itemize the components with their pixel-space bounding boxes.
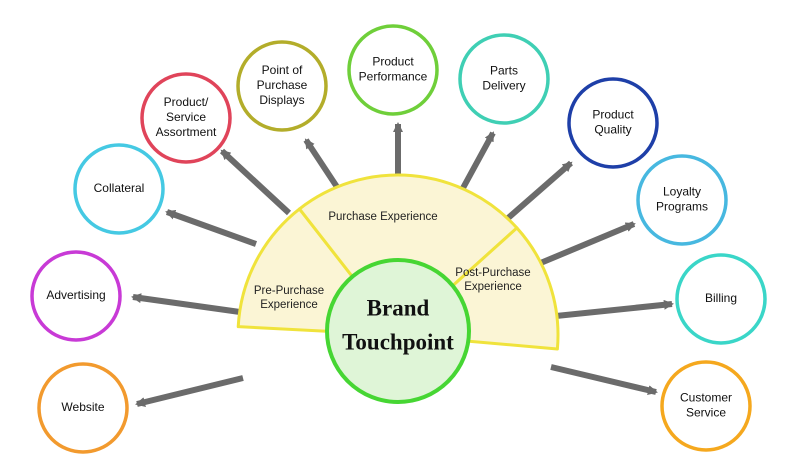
node-assortment-label: Service	[166, 110, 206, 124]
center-label: Brand	[367, 295, 430, 320]
arrow-to-billing	[555, 299, 674, 319]
node-assortment-label: Assortment	[156, 125, 217, 139]
node-website: Website	[37, 362, 129, 454]
node-loyalty-label: Programs	[656, 200, 708, 214]
node-assortment-label: Product/	[164, 95, 209, 109]
arrow-to-collateral	[165, 209, 258, 247]
node-website-ring	[37, 362, 129, 454]
node-collateral-ring	[73, 143, 165, 235]
center-circle	[325, 258, 471, 404]
arrow-to-website	[135, 375, 244, 407]
arrow-to-assortment	[219, 148, 292, 216]
node-displays-ring	[236, 40, 328, 132]
node-billing: Billing	[675, 253, 767, 345]
node-performance-ring	[347, 24, 439, 116]
node-website-label: Website	[61, 400, 104, 414]
arrow-to-parts	[460, 131, 496, 190]
node-advertising-label: Advertising	[46, 288, 105, 302]
node-service-label: Service	[686, 406, 726, 420]
node-performance-label: Product	[372, 55, 414, 69]
sector-purchase	[297, 173, 519, 337]
arrow-to-loyalty	[529, 221, 636, 270]
node-loyalty-ring	[636, 154, 728, 246]
arrow-to-service	[550, 364, 658, 396]
node-parts-label: Delivery	[482, 79, 525, 93]
node-collateral-label: Collateral	[94, 181, 145, 195]
node-advertising-ring	[30, 250, 122, 342]
node-parts-ring	[458, 33, 550, 125]
arrow-to-advertising	[131, 293, 241, 315]
arrows-layer	[131, 122, 674, 407]
sector-pre-label: Pre-Purchase	[254, 285, 324, 297]
center-label: Touchpoint	[342, 329, 454, 354]
node-service-label: Customer	[680, 391, 732, 405]
node-collateral: Collateral	[73, 143, 165, 235]
node-displays-label: Displays	[259, 93, 304, 107]
node-advertising: Advertising	[30, 250, 122, 342]
node-displays-label: Point of	[262, 63, 303, 77]
node-assortment-ring	[140, 72, 232, 164]
node-service-ring	[660, 360, 752, 452]
node-billing-label: Billing	[705, 291, 737, 305]
node-displays-label: Purchase	[257, 78, 308, 92]
sector-pre-label: Experience	[260, 299, 318, 311]
sector-purchase-label: Purchase Experience	[328, 211, 437, 223]
arrow-to-displays	[303, 138, 342, 192]
sector-post-label: Experience	[464, 281, 522, 293]
node-loyalty-label: Loyalty	[663, 185, 701, 199]
node-parts-label: Parts	[490, 64, 518, 78]
node-quality-label: Product	[592, 108, 634, 122]
nodes-layer: Website Advertising Collateral Product/Serv…	[30, 24, 767, 454]
node-performance-label: Performance	[359, 70, 428, 84]
node-quality-label: Quality	[594, 123, 631, 137]
node-billing-ring	[675, 253, 767, 345]
sector-post-label: Post-Purchase	[455, 267, 530, 279]
arrow-to-quality	[505, 160, 573, 222]
node-quality-ring	[567, 77, 659, 169]
